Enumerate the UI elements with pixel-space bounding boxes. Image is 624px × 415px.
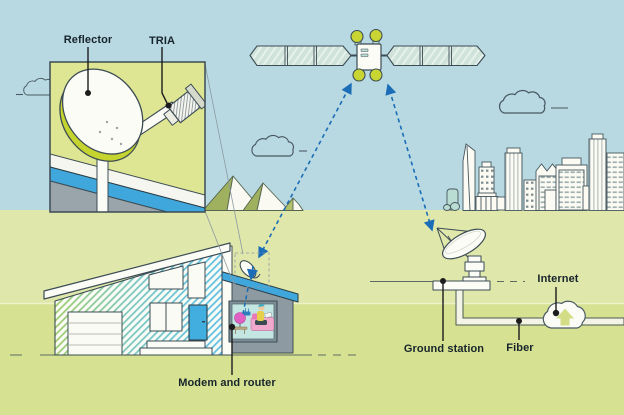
label-ground-station: Ground station xyxy=(403,343,485,355)
door-handle xyxy=(202,321,205,323)
inset-roof-surface xyxy=(50,153,205,209)
tria-leader-line xyxy=(161,47,168,104)
modem-dot xyxy=(228,323,236,331)
inset-roof-trim xyxy=(50,166,205,212)
label-internet: Internet xyxy=(537,273,579,285)
zoom-callout-box xyxy=(234,252,270,288)
window-double xyxy=(149,302,183,332)
home-to-satellite-dashed-link xyxy=(258,82,352,259)
cloud-icon-right xyxy=(498,89,568,114)
satellite-antenna-dish xyxy=(369,68,383,82)
label-modem-router: Modem and router xyxy=(178,377,276,389)
satellite-antenna-dish xyxy=(350,29,364,44)
tria-dot xyxy=(165,102,172,109)
internet-dot xyxy=(552,309,560,317)
tria-icon xyxy=(163,83,205,126)
reflector-dish-icon xyxy=(59,68,144,162)
window-scene xyxy=(232,304,274,334)
satellite-solar-panel-right xyxy=(386,45,486,67)
label-tria: TRIA xyxy=(148,35,176,47)
internet-cloud-icon xyxy=(542,300,586,329)
ground-to-satellite-dashed-link xyxy=(385,83,435,232)
house xyxy=(43,242,299,356)
roof xyxy=(43,242,231,300)
dish-rivets xyxy=(98,120,123,146)
window-clerestory xyxy=(148,265,184,290)
satellite-antenna-dish xyxy=(369,28,383,43)
satellite-body xyxy=(356,43,382,71)
city-skyline xyxy=(443,133,624,211)
window-tall xyxy=(187,261,206,299)
dish-to-modem-dashed-link xyxy=(242,265,258,315)
front-door xyxy=(188,304,208,341)
label-reflector: Reflector xyxy=(63,34,113,46)
satellite-solar-panel-left xyxy=(249,45,352,67)
ground-station-platform xyxy=(432,280,491,291)
fiber-dot xyxy=(516,318,522,324)
satellite-antenna-dish xyxy=(352,68,366,82)
ground-station-dot xyxy=(440,278,446,284)
steps xyxy=(139,340,213,356)
person-with-laptop xyxy=(255,304,273,325)
ground-station xyxy=(432,227,491,291)
upload-arrow-cutout xyxy=(556,308,574,326)
zoom-connector-lines xyxy=(204,63,244,288)
ground-station-dish-icon xyxy=(442,228,486,260)
garage-door xyxy=(67,311,123,356)
plant xyxy=(234,312,246,324)
cushion xyxy=(252,313,258,320)
label-fiber: Fiber xyxy=(506,342,534,354)
reflector-tria-inset xyxy=(49,61,206,213)
reflector-dot xyxy=(85,90,91,96)
satellite-icon xyxy=(249,28,486,82)
router-icon xyxy=(244,308,251,316)
callout-leaders xyxy=(85,47,560,375)
